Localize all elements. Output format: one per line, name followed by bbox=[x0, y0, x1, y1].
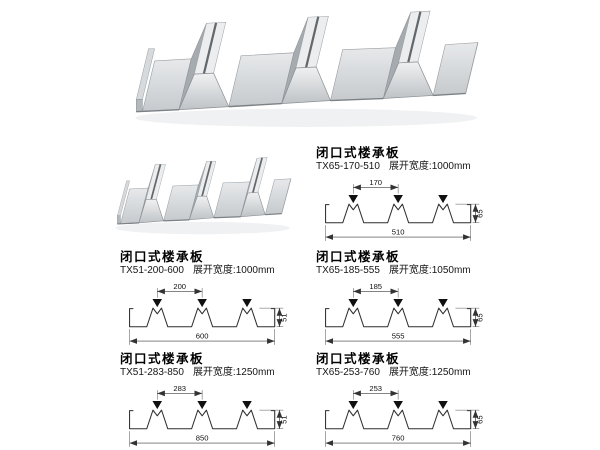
rib-1 bbox=[138, 164, 166, 224]
rib-2 bbox=[188, 161, 217, 221]
spec-title: 闭口式楼承板 bbox=[316, 146, 401, 160]
dim-rib-pitch: 185 bbox=[369, 282, 382, 291]
spec-model-line: TX65-170-510 展开宽度:1000mm bbox=[316, 161, 498, 173]
dim-height: 51 bbox=[280, 313, 289, 321]
cross-section-diagram: 253 65 760 bbox=[316, 384, 485, 450]
dim-rib-pitch: 253 bbox=[369, 384, 382, 393]
deck-3d-small-graphic bbox=[115, 156, 292, 235]
spec-block-tx51-283-850: 闭口式楼承板 TX51-283-850 展开宽度:1250mm 283 51 85… bbox=[120, 352, 302, 450]
dim-cover-width: 510 bbox=[392, 228, 405, 237]
dim-rib-pitch: 283 bbox=[173, 384, 186, 393]
dim-height: 51 bbox=[280, 415, 289, 423]
dim-cover-width: 760 bbox=[392, 434, 405, 443]
spec-model-line: TX51-283-850 展开宽度:1250mm bbox=[120, 367, 302, 379]
cross-section-diagram: 283 51 850 bbox=[120, 384, 289, 450]
dim-cover-width: 850 bbox=[196, 434, 209, 443]
dim-height: 65 bbox=[476, 415, 485, 423]
dim-cover-width: 600 bbox=[196, 332, 209, 341]
cross-section-diagram: 200 51 600 bbox=[120, 282, 289, 353]
dim-height: 65 bbox=[476, 209, 485, 217]
model-code: TX65-185-555 bbox=[316, 265, 380, 276]
spec-title: 闭口式楼承板 bbox=[120, 352, 205, 366]
cross-section-diagram: 185 65 555 bbox=[316, 282, 485, 353]
spec-title: 闭口式楼承板 bbox=[316, 250, 401, 264]
spec-model-line: TX51-200-600 展开宽度:1000mm bbox=[120, 265, 302, 277]
unfolded-width: 展开宽度:1000mm bbox=[388, 161, 471, 172]
spec-block-tx65-185-555: 闭口式楼承板 TX65-185-555 展开宽度:1050mm 185 65 55… bbox=[316, 250, 498, 353]
rib-1 bbox=[178, 21, 230, 111]
dim-cover-width: 555 bbox=[392, 332, 405, 341]
unfolded-width: 展开宽度:1050mm bbox=[388, 265, 471, 276]
cross-section-diagram: 170 65 510 bbox=[316, 178, 485, 249]
dim-height: 65 bbox=[476, 313, 485, 321]
dim-rib-pitch: 170 bbox=[369, 178, 382, 187]
spec-model-line: TX65-253-760 展开宽度:1250mm bbox=[316, 367, 498, 379]
deck-3d-render-small bbox=[105, 150, 295, 242]
model-code: TX65-170-510 bbox=[316, 161, 380, 172]
dim-rib-pitch: 200 bbox=[173, 282, 186, 291]
rib-3 bbox=[382, 10, 434, 99]
unfolded-width: 展开宽度:1250mm bbox=[192, 367, 275, 378]
spec-title: 闭口式楼承板 bbox=[120, 250, 205, 264]
deck-3d-render-large bbox=[118, 6, 484, 138]
deck-3d-large-graphic bbox=[135, 10, 479, 127]
rib-3 bbox=[240, 156, 268, 218]
model-code: TX51-283-850 bbox=[120, 367, 184, 378]
spec-block-tx65-253-760: 闭口式楼承板 TX65-253-760 展开宽度:1250mm 253 65 76… bbox=[316, 352, 498, 450]
spec-block-tx65-170-510: 闭口式楼承板 TX65-170-510 展开宽度:1000mm 170 65 51… bbox=[316, 146, 498, 249]
rib-2 bbox=[281, 15, 332, 104]
unfolded-width: 展开宽度:1000mm bbox=[192, 265, 275, 276]
model-code: TX51-200-600 bbox=[120, 265, 184, 276]
spec-title: 闭口式楼承板 bbox=[316, 352, 401, 366]
spec-block-tx51-200-600: 闭口式楼承板 TX51-200-600 展开宽度:1000mm 200 51 60… bbox=[120, 250, 302, 353]
spec-model-line: TX65-185-555 展开宽度:1050mm bbox=[316, 265, 498, 277]
unfolded-width: 展开宽度:1250mm bbox=[388, 367, 471, 378]
model-code: TX65-253-760 bbox=[316, 367, 380, 378]
